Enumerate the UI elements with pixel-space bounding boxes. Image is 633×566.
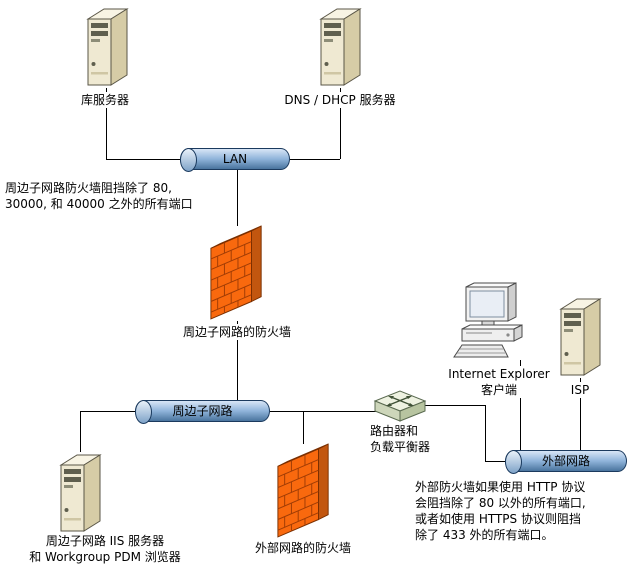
connector-perimeter-firewall-to-perimeter-net [237,321,238,400]
connector-router-to-external-net-h2 [485,461,506,462]
connector-vault-to-lan-h [106,159,181,160]
note-line: 除了 433 外的所有端口。 [415,528,554,542]
external-firewall-icon [275,442,333,539]
label-line: 客户端 [480,383,517,397]
connector-branch-to-external-firewall [303,411,304,444]
dns-dhcp-server-icon [317,6,363,88]
iis-server-label: 周边子网路 IIS 服务器 和 Workgroup PDM 浏览器 [4,533,206,565]
note-line: 外部防火墙如果使用 HTTP 协议 [415,480,586,494]
router-label: 路由器和 负载平衡器 [370,423,454,455]
label-line: Internet Explorer [448,367,550,381]
external-network-label: 外部网路 [541,454,590,468]
external-network-pipe-icon: 外部网路 [505,450,627,474]
connector-vault-to-lan [106,88,107,159]
vault-server-label: 库服务器 [55,92,155,108]
connector-perimeter-net-to-iis-v [80,411,81,452]
dns-dhcp-server-label: DNS / DHCP 服务器 [268,92,412,108]
perimeter-firewall-icon [208,224,266,321]
label-line: 和 Workgroup PDM 浏览器 [29,550,181,564]
connector-router-to-external-net-h1 [423,405,485,406]
ie-client-label: Internet Explorer 客户端 [443,366,555,398]
connector-dns-to-lan-h [290,159,340,160]
connector-perimeter-net-to-router [270,411,376,412]
ie-client-computer-icon [452,281,536,365]
isp-label: ISP [546,382,614,398]
lan-label: LAN [222,152,248,166]
isp-server-icon [557,296,603,378]
iis-server-icon [57,452,103,534]
connector-router-to-external-net-v [485,405,486,462]
external-firewall-note: 外部防火墙如果使用 HTTP 协议 会阻挡除了 80 以外的所有端口, 或者如使… [415,479,631,543]
connector-perimeter-net-to-iis-h [80,411,136,412]
lan-pipe-icon: LAN [180,148,290,172]
note-line: 或者如使用 HTTPS 协议则阻挡 [415,512,581,526]
note-line: 30000, 和 40000 之外的所有端口 [5,197,193,211]
perimeter-network-pipe-icon: 周边子网路 [135,400,270,424]
connector-lan-to-perimeter-firewall [237,170,238,226]
connector-isp-to-external-net [580,378,581,450]
perimeter-firewall-note: 周边子网路防火墙阻挡除了 80, 30000, 和 40000 之外的所有端口 [5,180,223,212]
perimeter-firewall-label: 周边子网路的防火墙 [164,324,310,340]
note-line: 周边子网路防火墙阻挡除了 80, [5,181,172,195]
perimeter-network-label: 周边子网路 [172,404,233,418]
vault-server-icon [84,6,130,88]
label-line: 负载平衡器 [370,440,431,454]
connector-ie-client-to-external-net [520,360,521,450]
connector-dns-to-lan [340,88,341,159]
label-line: 路由器和 [370,424,419,438]
label-line: 周边子网路 IIS 服务器 [45,534,165,548]
note-line: 会阻挡除了 80 以外的所有端口, [415,496,586,510]
external-firewall-label: 外部网路的防火墙 [233,540,373,556]
router-load-balancer-icon [371,387,429,423]
